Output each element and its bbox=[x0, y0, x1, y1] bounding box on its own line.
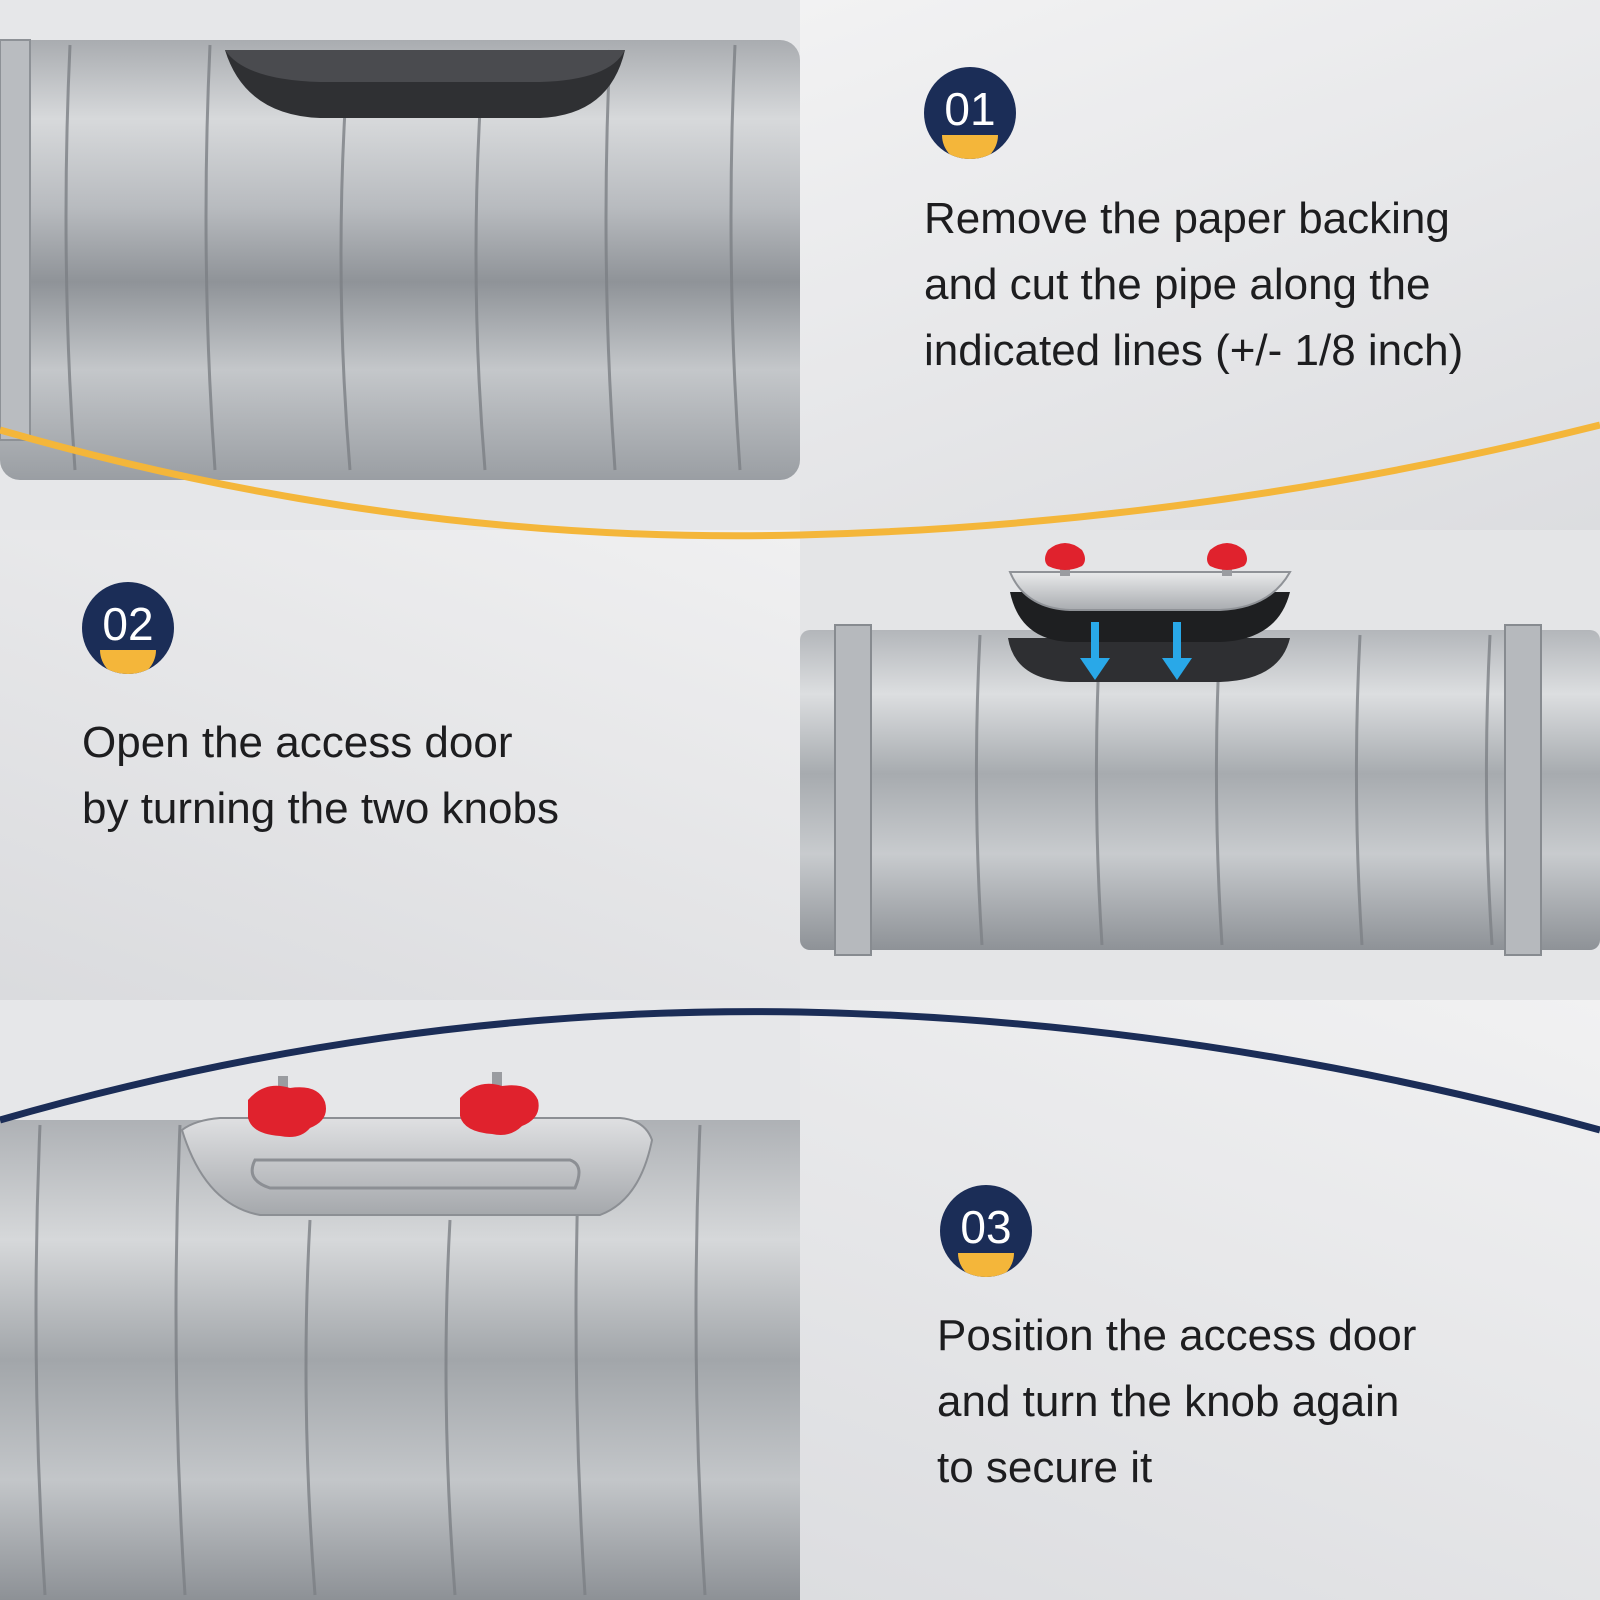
step-3-line: Position the access door bbox=[937, 1311, 1417, 1360]
step-1-number: 01 bbox=[944, 83, 996, 135]
step-2-badge: 02 bbox=[82, 582, 174, 674]
panel-installed-door bbox=[0, 1000, 800, 1600]
step-2-line: Open the access door bbox=[82, 718, 513, 767]
step-2-number: 02 bbox=[102, 598, 154, 650]
badge-accent-arc bbox=[958, 1253, 1014, 1277]
step-3-line: to secure it bbox=[937, 1443, 1153, 1492]
panel-step-3: 03 Position the access door and turn the… bbox=[800, 1000, 1600, 1600]
step-2-line: by turning the two knobs bbox=[82, 784, 559, 833]
cut-pipe-illustration bbox=[0, 0, 800, 530]
panel-exploded-door bbox=[800, 530, 1600, 1030]
panel-cut-pipe bbox=[0, 0, 800, 530]
step-3-badge: 03 bbox=[940, 1185, 1032, 1277]
step-3-text: Position the access door and turn the kn… bbox=[937, 1303, 1416, 1501]
panel-step-2: 02 Open the access door by turning the t… bbox=[0, 530, 800, 1030]
step-1-text: Remove the paper backing and cut the pip… bbox=[924, 186, 1463, 384]
step-3-line: and turn the knob again bbox=[937, 1377, 1400, 1426]
badge-accent-arc bbox=[100, 650, 156, 674]
panel-step-1: 01 Remove the paper backing and cut the … bbox=[800, 0, 1600, 530]
knob-right bbox=[1207, 543, 1247, 576]
step-3-number: 03 bbox=[960, 1201, 1012, 1253]
step-1-line: Remove the paper backing bbox=[924, 194, 1450, 243]
step-1-line: and cut the pipe along the bbox=[924, 260, 1431, 309]
step-1-badge: 01 bbox=[924, 67, 1016, 159]
step-1-line: indicated lines (+/- 1/8 inch) bbox=[924, 326, 1464, 375]
exploded-door-illustration bbox=[800, 530, 1600, 1030]
installed-door-illustration bbox=[0, 1000, 800, 1600]
badge-accent-arc bbox=[942, 135, 998, 159]
knob-left bbox=[1045, 543, 1085, 576]
step-2-text: Open the access door by turning the two … bbox=[82, 710, 559, 842]
